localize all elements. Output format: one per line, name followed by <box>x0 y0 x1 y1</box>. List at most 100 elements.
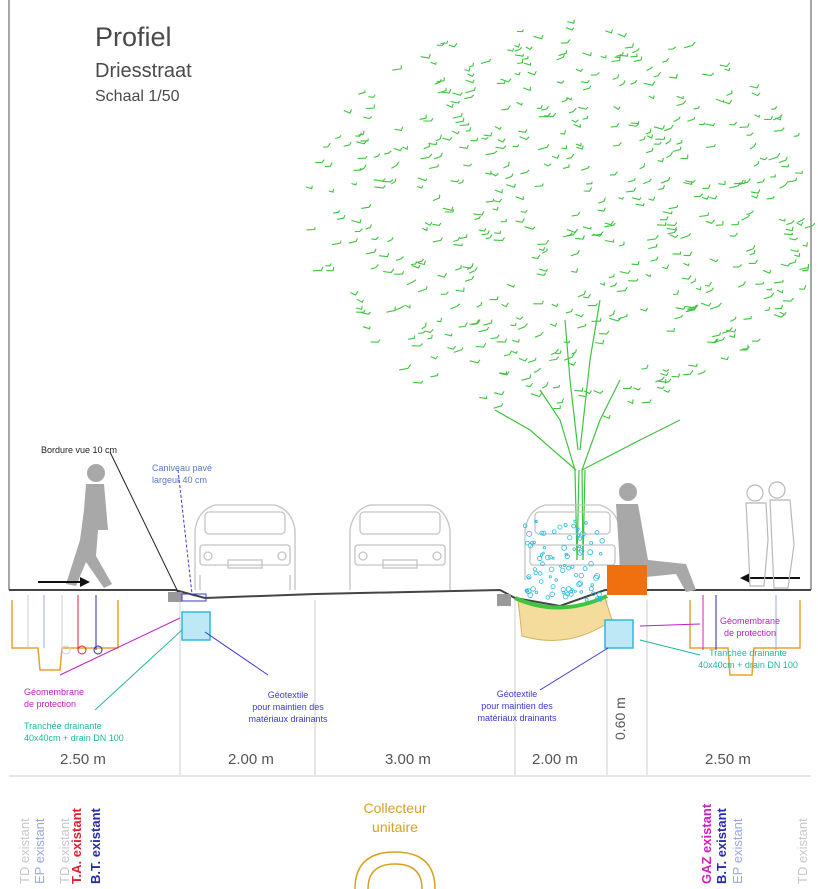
leaf <box>683 262 690 267</box>
leaf <box>599 282 605 286</box>
leaf <box>675 305 686 310</box>
leaf <box>434 79 442 85</box>
leaf <box>437 273 448 278</box>
leaf <box>574 235 585 240</box>
drain-droplet <box>554 578 558 582</box>
leaf <box>514 43 521 48</box>
leaf <box>733 179 744 185</box>
leaf <box>641 399 652 404</box>
leaf <box>370 264 379 270</box>
caniveau-label-1: Caniveau pavé <box>152 463 213 473</box>
leaf <box>408 335 416 340</box>
geotextile-left-1: Géotextile <box>267 690 309 700</box>
leaf <box>704 281 712 287</box>
leaf <box>628 177 636 183</box>
leaf <box>496 80 506 84</box>
network-label: B.T. existant <box>88 808 103 884</box>
leaf <box>536 272 547 277</box>
leaf <box>446 103 454 109</box>
leaf <box>399 364 412 371</box>
dimension-sidewalk-right: 2.50 m <box>705 751 751 768</box>
car-icon <box>194 504 296 590</box>
leaf <box>355 305 363 310</box>
leaf <box>499 371 510 376</box>
leaf <box>583 293 592 299</box>
leaf <box>455 287 465 293</box>
drain-droplet <box>568 592 574 597</box>
geomembrane-right-1: Géomembrane <box>719 616 781 626</box>
leaf <box>619 80 626 87</box>
leaf <box>563 340 570 344</box>
leaf <box>483 319 493 326</box>
leaf <box>515 316 524 321</box>
drain-droplet <box>577 580 584 587</box>
drain-droplet <box>590 591 596 596</box>
leaf <box>417 286 428 293</box>
leaf <box>417 260 426 266</box>
leaf <box>611 56 621 63</box>
leaf <box>749 142 757 150</box>
leaf <box>725 328 737 333</box>
leaf <box>768 152 781 161</box>
leaf <box>503 161 510 169</box>
leaf <box>666 226 678 231</box>
leaf <box>440 40 449 45</box>
leaf <box>671 373 681 378</box>
leaf <box>645 273 652 278</box>
leaf <box>467 73 475 78</box>
drain-droplet <box>578 548 585 554</box>
leaf <box>562 164 570 169</box>
leaf <box>693 105 700 110</box>
leaf <box>517 58 524 65</box>
drain-droplet <box>561 544 568 551</box>
leaf <box>656 222 667 226</box>
dimension-bench: 0.60 m <box>612 697 628 740</box>
leaf <box>411 343 424 347</box>
leaf <box>714 336 726 343</box>
leaf <box>737 281 746 288</box>
leaf <box>432 194 441 202</box>
leaf <box>667 229 678 235</box>
leaf <box>640 307 648 312</box>
leaf <box>656 385 665 390</box>
drain-droplet <box>538 571 543 576</box>
leaf <box>413 380 424 384</box>
leaf <box>406 279 417 286</box>
leaf <box>420 153 433 160</box>
leaf <box>464 94 475 100</box>
leaf <box>648 243 658 250</box>
leaf <box>664 124 674 132</box>
leaf <box>495 145 507 150</box>
leaf <box>702 184 711 189</box>
leaf <box>515 218 525 223</box>
leaf <box>436 77 445 83</box>
leaf <box>525 46 533 51</box>
street-name: Driesstraat <box>95 60 192 82</box>
leaf <box>578 106 589 110</box>
leaf <box>395 256 404 261</box>
leaf <box>757 178 765 184</box>
leaf <box>432 222 442 227</box>
leaf <box>650 256 659 262</box>
drain-droplet <box>597 595 602 600</box>
leaf <box>676 95 684 100</box>
dimension-sidewalk-left: 2.50 m <box>60 751 106 768</box>
leaf <box>323 142 331 148</box>
drain-droplet <box>542 545 547 550</box>
leaf <box>746 210 754 216</box>
leaf <box>305 185 313 190</box>
leaf <box>358 90 366 95</box>
leaf <box>662 57 670 63</box>
leaf <box>515 196 525 201</box>
leaf <box>787 177 798 183</box>
leaf <box>616 286 628 293</box>
leaf <box>732 264 743 268</box>
leaf <box>599 330 610 335</box>
leaf <box>595 339 605 345</box>
leaf <box>797 217 805 223</box>
leaf <box>358 130 365 136</box>
leaf <box>709 302 722 310</box>
leaf <box>506 183 517 188</box>
leaf <box>534 331 544 338</box>
drain-droplet <box>550 584 556 590</box>
